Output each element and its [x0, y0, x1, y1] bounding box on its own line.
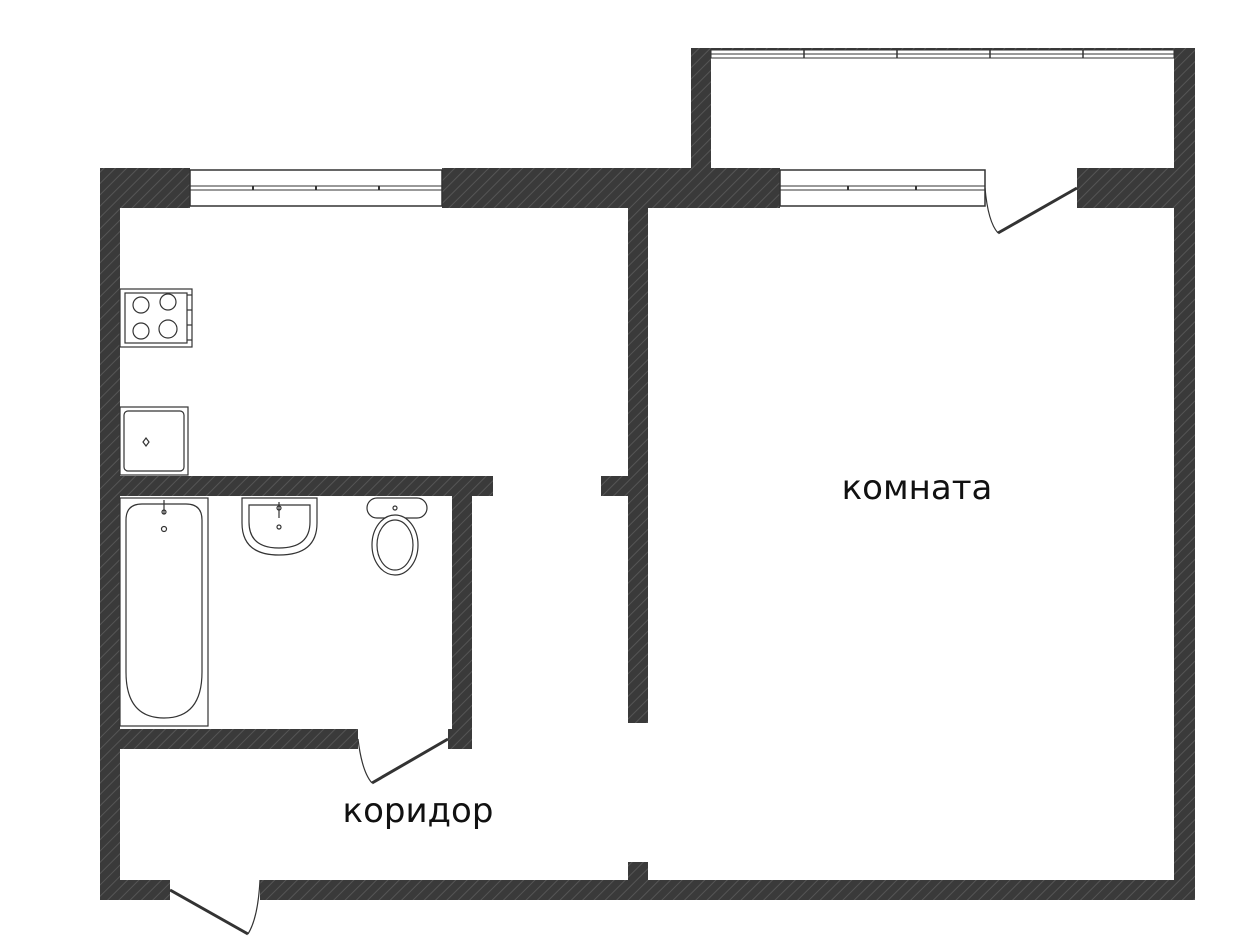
burner: [132, 322, 150, 340]
bathtub: [119, 497, 209, 727]
doors: [169, 186, 1078, 936]
corridor-label: коридор: [343, 791, 494, 831]
toilet: [366, 497, 428, 576]
wall-bathroom-bottom: [120, 729, 358, 749]
wall-bottom-right: [260, 880, 1195, 900]
interior-walls: [120, 208, 648, 880]
wall-bathroom-top: [120, 476, 493, 496]
stove: [119, 288, 193, 348]
burner: [158, 319, 178, 339]
burner: [132, 296, 150, 314]
burner: [159, 293, 177, 311]
door-entrance: [169, 879, 261, 936]
wall-partition-main: [628, 208, 648, 723]
wall-bathroom-bottom-stub: [448, 729, 472, 749]
wall-stub-small: [601, 476, 628, 496]
room-label: комната: [842, 468, 993, 508]
window-kitchen: [189, 169, 443, 207]
wall-right: [1174, 48, 1195, 900]
wall-top-mid: [442, 168, 780, 208]
window-room: [779, 169, 986, 207]
washbasin: [241, 497, 318, 556]
windows: [189, 49, 1175, 207]
balcony-wall-left: [691, 48, 711, 188]
wall-partition-stub: [628, 862, 648, 880]
door-balcony: [984, 186, 1078, 235]
door-bathroom: [357, 737, 449, 785]
wall-bathroom-right: [452, 496, 472, 749]
wall-left: [100, 168, 120, 900]
kitchen-sink: [119, 406, 189, 476]
wall-bottom-left: [100, 880, 170, 900]
window-balcony: [710, 49, 1175, 59]
wall-top-left: [100, 168, 190, 208]
